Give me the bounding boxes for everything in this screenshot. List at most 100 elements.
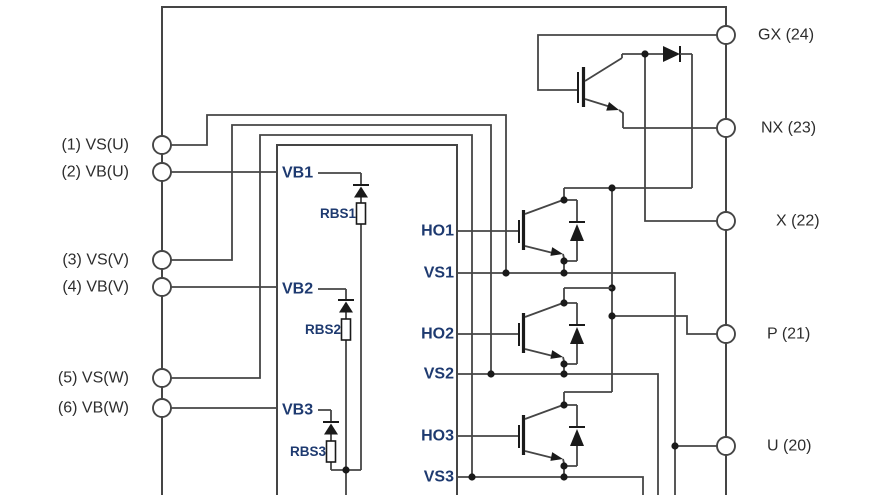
driver-block — [276, 144, 458, 495]
brake-diode-icon — [663, 46, 680, 62]
pin-label-vb-u: (2) VB(U) — [61, 164, 129, 181]
driver-block-border — [276, 144, 458, 495]
wire-vs-v-route — [171, 124, 492, 374]
wire-vs-w-route — [171, 134, 473, 477]
igbt-terminals — [524, 188, 565, 273]
wire-vs2 — [457, 373, 659, 495]
rbs3-label: RBS3 — [290, 444, 327, 459]
freewheel-diode-icon — [570, 429, 584, 446]
rbs2-label: RBS2 — [305, 322, 341, 337]
pin-label-vs-u: (1) VS(U) — [61, 137, 129, 154]
igbt-emitter-arrow-icon — [550, 452, 563, 461]
pin-circle-p — [716, 324, 736, 344]
wire-vs3 — [457, 476, 644, 495]
ho1-label: HO1 — [421, 223, 454, 240]
pin-label-vs-w: (5) VS(W) — [58, 370, 129, 387]
junction-dot — [560, 473, 568, 481]
pin-circle-vb-w — [152, 398, 172, 418]
junction-dot — [608, 312, 616, 320]
junction-dot — [560, 257, 568, 265]
junction-dot — [342, 466, 350, 474]
igbt-v-high — [487, 287, 612, 378]
wire-vs1-to-u — [457, 272, 717, 495]
junction-dot — [641, 50, 649, 58]
igbt-terminals — [524, 391, 612, 477]
wire-x-collector — [644, 54, 717, 222]
junction-dot — [487, 370, 495, 378]
pin-circle-vb-u — [152, 162, 172, 182]
bootstrap-diode-3-icon — [324, 423, 338, 435]
igbt-terminals — [524, 287, 612, 374]
freewheel-diode-icon — [570, 327, 584, 344]
bootstrap-diode-1-icon — [354, 186, 368, 198]
igbt-w-high — [468, 391, 612, 481]
pin-circle-vs-w — [152, 368, 172, 388]
bootstrap-chain-1: RBS1 — [320, 173, 369, 470]
junction-dot — [560, 370, 568, 378]
resistor-rbs1-icon — [355, 202, 367, 225]
signal-labels: VB1 VB2 VB3 HO1 VS1 HO2 VS2 HO3 VS3 — [282, 165, 454, 486]
pin-label-x: X (22) — [776, 213, 820, 230]
wire-vb-u-route — [171, 171, 361, 174]
ho2-label: HO2 — [421, 326, 454, 343]
vb3-label: VB3 — [282, 402, 313, 419]
wire-vs-u-route — [171, 114, 507, 273]
igbt-emitter-arrow-icon — [606, 102, 619, 111]
resistor-rbs2-icon — [340, 318, 352, 341]
igbt-u-high — [502, 188, 585, 277]
freewheel-diode-icon — [570, 224, 584, 241]
pin-label-u: U (20) — [767, 438, 811, 455]
pin-circle-u — [716, 436, 736, 456]
pin-circle-vs-u — [152, 135, 172, 155]
junction-dot — [560, 462, 568, 470]
bootstrap-chain-2: RBS2 — [305, 289, 354, 470]
resistor-rbs3-icon — [325, 440, 337, 463]
pin-circle-gx — [716, 25, 736, 45]
vb2-label: VB2 — [282, 281, 313, 298]
pin-label-gx: GX (24) — [758, 27, 814, 44]
diode-wires — [564, 302, 578, 365]
diode-wires — [564, 404, 578, 467]
wire-vb-w-route — [171, 407, 331, 411]
igbt-emitter-arrow-icon — [550, 350, 563, 359]
pin-label-vs-v: (3) VS(V) — [62, 252, 129, 269]
igbt-brake — [537, 34, 717, 222]
pin-circle-vs-v — [152, 250, 172, 270]
wire-brake-diode-to-p — [680, 53, 693, 188]
right-pin-terminals: GX (24) NX (23) X (22) P (21) U (20) — [716, 25, 820, 456]
vs3-label: VS3 — [424, 469, 454, 486]
junction-dot — [560, 360, 568, 368]
vs2-label: VS2 — [424, 366, 454, 383]
left-pin-terminals: (1) VS(U) (2) VB(U) (3) VS(V) (4) VB(V) … — [58, 135, 172, 418]
junction-dot — [608, 184, 616, 192]
wire-vb-v-route — [171, 286, 346, 290]
bootstrap-diode-2-icon — [339, 301, 353, 313]
vs1-label: VS1 — [424, 265, 454, 282]
p-bus — [564, 184, 717, 392]
bootstrap-chain-3: RBS3 — [290, 410, 361, 495]
junction-dot — [502, 269, 510, 277]
junction-dot — [560, 196, 568, 204]
junction-dot — [468, 473, 476, 481]
vb1-label: VB1 — [282, 165, 313, 182]
pin-label-vb-w: (6) VB(W) — [58, 400, 129, 417]
wire-gx-gate — [537, 34, 717, 91]
pin-circle-x — [716, 211, 736, 231]
pin-label-p: P (21) — [767, 326, 810, 343]
rbs1-label: RBS1 — [320, 206, 357, 221]
junction-dot — [671, 442, 679, 450]
pin-circle-nx — [716, 118, 736, 138]
igbt-emitter-arrow-icon — [550, 247, 563, 256]
left-wire-routes — [171, 114, 507, 477]
ho3-label: HO3 — [421, 428, 454, 445]
diode-wires — [564, 199, 578, 262]
driver-output-wires — [457, 230, 717, 495]
junction-dot — [560, 401, 568, 409]
junction-dot — [560, 299, 568, 307]
pin-label-nx: NX (23) — [761, 120, 816, 137]
pin-circle-vb-v — [152, 277, 172, 297]
pin-label-vb-v: (4) VB(V) — [62, 279, 129, 296]
